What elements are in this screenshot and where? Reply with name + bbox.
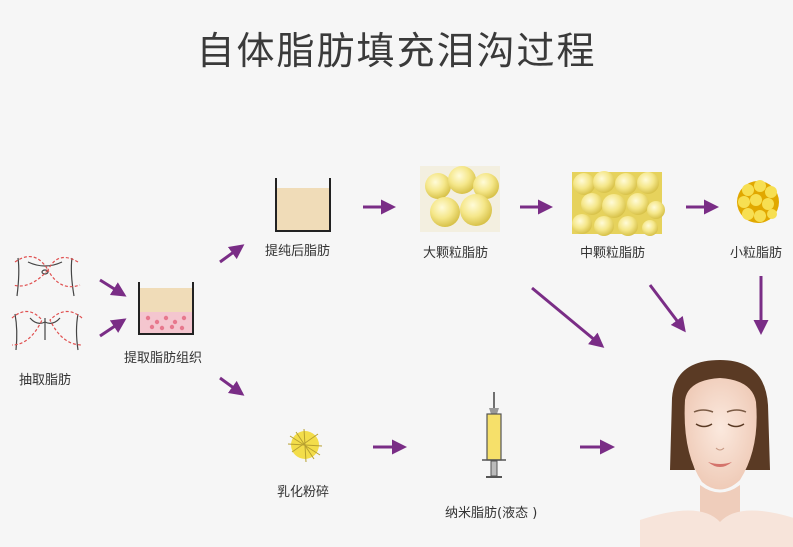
arrow-extract-purified: [219, 244, 245, 264]
label-nano: 纳米脂肪(液态 ): [445, 506, 538, 521]
small-fat-particles: [737, 180, 779, 223]
label-emulsify: 乳化粉碎: [277, 485, 330, 500]
page-title: 自体脂肪填充泪沟过程: [196, 29, 597, 73]
purified-beaker: [275, 178, 331, 232]
emulsified-particle: [287, 428, 323, 463]
label-purified: 提纯后脂肪: [265, 244, 331, 259]
arrow-liposuction-extract-2: [99, 318, 127, 338]
syringe-icon: [482, 392, 506, 478]
label-liposuction: 抽取脂肪: [19, 373, 72, 388]
arrow-extract-emulsify: [219, 376, 245, 396]
medium-fat-particles: [572, 171, 665, 236]
label-extract: 提取脂肪组织: [124, 351, 203, 366]
label-large: 大颗粒脂肪: [423, 246, 489, 261]
process-arrows: [99, 199, 769, 455]
arrow-medium-face: [648, 284, 686, 333]
body-illustration: [11, 255, 83, 351]
label-medium: 中颗粒脂肪: [580, 246, 646, 261]
large-fat-particles: [420, 166, 500, 232]
face-illustration: [640, 360, 793, 547]
arrow-large-face: [531, 286, 605, 348]
arrow-liposuction-extract-1: [99, 278, 127, 297]
label-small: 小粒脂肪: [730, 246, 783, 261]
extract-beaker: [138, 282, 194, 335]
